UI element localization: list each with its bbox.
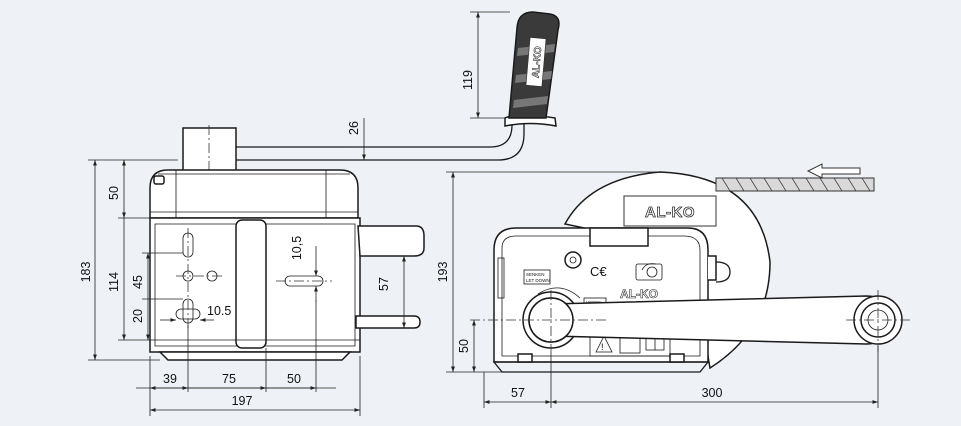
ce-mark: C€ xyxy=(590,264,607,279)
brake-lever xyxy=(357,225,425,257)
dim-10-5-bottom: 10.5 xyxy=(207,304,231,318)
dim-119: 119 xyxy=(461,70,475,90)
dim-20: 20 xyxy=(131,309,145,323)
dimension-lines-left xyxy=(88,11,510,416)
dim-57-side: 57 xyxy=(377,277,391,291)
dim-114: 114 xyxy=(107,272,121,292)
side-view: AL-KO C€ SENKEN LET DOWN xyxy=(436,163,910,408)
dim-26: 26 xyxy=(347,121,361,135)
cable-direction-arrow xyxy=(806,163,861,179)
dim-183: 183 xyxy=(79,262,93,283)
housing-logo: AL-KO xyxy=(620,287,658,301)
winch-cable xyxy=(715,177,875,192)
housing-bolt xyxy=(564,251,582,269)
svg-text:!: ! xyxy=(601,342,604,352)
rotation-symbol xyxy=(635,263,663,281)
crank-handle: AL-KO xyxy=(236,11,560,161)
front-view: AL-KO xyxy=(79,11,560,416)
dim-50-right: 50 xyxy=(457,339,471,353)
dim-50-top: 50 xyxy=(107,186,121,200)
dim-193: 193 xyxy=(436,262,450,283)
dim-57: 57 xyxy=(511,386,525,400)
dimension-lines-right xyxy=(446,171,879,408)
let-down-label: LET DOWN xyxy=(526,278,550,283)
housing-cover xyxy=(149,169,359,219)
dim-300: 300 xyxy=(702,386,723,400)
dim-45: 45 xyxy=(131,275,145,289)
drive-shaft xyxy=(182,127,237,174)
dim-75: 75 xyxy=(222,372,236,386)
senken-label: SENKEN xyxy=(526,272,545,277)
grip-logo: AL-KO xyxy=(531,46,545,79)
logo-plate xyxy=(623,195,717,227)
dim-50-bottom: 50 xyxy=(287,372,301,386)
dim-39: 39 xyxy=(163,372,177,386)
dim-10-5-top: 10,5 xyxy=(290,236,304,260)
drum-logo: AL-KO xyxy=(645,204,695,221)
dim-197: 197 xyxy=(232,394,253,408)
